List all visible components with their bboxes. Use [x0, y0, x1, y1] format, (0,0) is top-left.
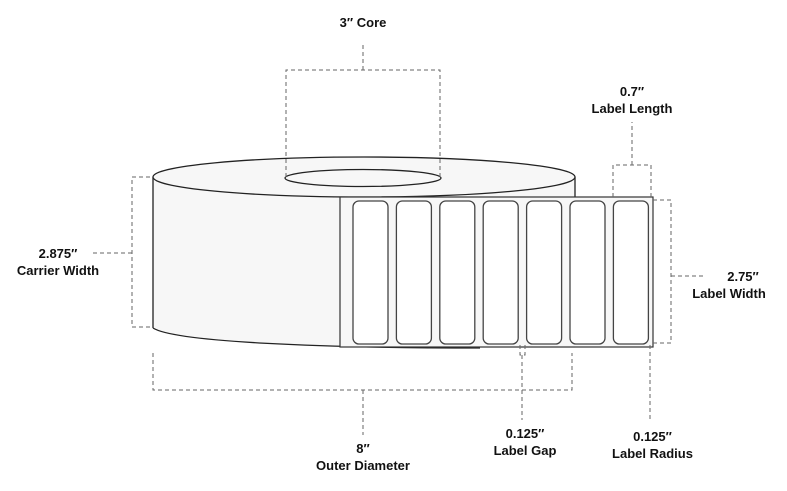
label-liner [339, 196, 654, 348]
label-length-value: 0.7″ [619, 84, 645, 99]
label-1 [352, 200, 389, 345]
outer-diameter-name: Outer Diameter [316, 458, 410, 473]
label-gap-dimension-label: 0.125″ Label Gap [475, 425, 575, 459]
label-length-dimension-line [612, 122, 652, 197]
label-gap-dimension-line [519, 345, 526, 420]
outer-diameter-dimension-line [152, 353, 573, 435]
labels-group [352, 200, 650, 345]
core-name: Core [356, 15, 387, 30]
label-6 [569, 200, 606, 345]
roll-bottom-edge [152, 327, 481, 349]
label-radius-name: Label Radius [612, 446, 693, 461]
carrier-width-dimension-label: 2.875″ Carrier Width [8, 245, 108, 279]
label-width-value: 2.75″ [727, 269, 759, 284]
label-length-name: Label Length [591, 101, 673, 116]
carrier-width-dimension-line [90, 176, 150, 328]
outer-diameter-value: 8″ [356, 441, 370, 456]
core-value-text: 3″ Core [313, 14, 413, 31]
label-2 [395, 200, 433, 345]
core-dimension-label: 3″ Core [313, 14, 413, 31]
label-width-name: Label Width [692, 286, 766, 301]
carrier-width-value: 2.875″ [38, 246, 78, 261]
roll-core-hole [284, 168, 442, 188]
label-width-dimension-label: 2.75″ Label Width [679, 268, 779, 302]
label-gap-name: Label Gap [493, 443, 557, 458]
label-radius-dimension-label: 0.125″ Label Radius [600, 428, 705, 462]
label-4 [482, 200, 519, 345]
core-value: 3″ [339, 15, 354, 30]
label-3 [439, 200, 476, 345]
label-5 [525, 200, 563, 345]
carrier-width-name: Carrier Width [16, 263, 100, 278]
label-7 [612, 200, 650, 345]
dimension-lines [90, 42, 705, 435]
core-dimension-line [285, 42, 441, 177]
label-radius-value: 0.125″ [633, 429, 672, 444]
label-width-dimension-line [653, 199, 705, 344]
label-length-dimension-label: 0.7″ Label Length [582, 83, 682, 117]
outer-diameter-dimension-label: 8″ Outer Diameter [308, 440, 418, 474]
label-gap-value: 0.125″ [505, 426, 545, 441]
